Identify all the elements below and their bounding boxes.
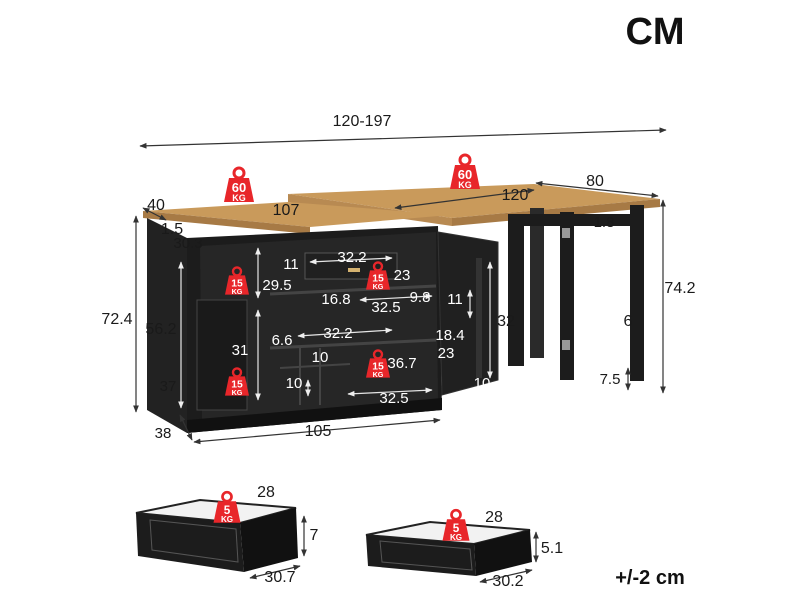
- ext-top-thickness-label: 1.8: [594, 214, 615, 231]
- svg-text:KG: KG: [232, 193, 246, 203]
- weight-badge: 5 KG: [212, 490, 242, 525]
- door-shelf-h2-label: 18.4: [435, 327, 464, 344]
- cabinet-top-edge: [143, 211, 310, 234]
- side-mark-label: 6: [624, 313, 633, 330]
- ext-depth-label: 80: [586, 173, 604, 190]
- cubby-width-label: 10: [312, 349, 329, 366]
- dimension-arrows: [133, 127, 667, 445]
- weight-badge: 5 KG: [441, 508, 471, 543]
- lower-depth-label: 36.7: [387, 355, 416, 372]
- cabinet-top: [143, 202, 450, 227]
- upper-height-label: 29.5: [262, 277, 291, 294]
- leg-height-label: 7.5: [600, 371, 621, 388]
- drawer-width-label: 32.2: [337, 249, 366, 266]
- slot-width-label: 32.2: [323, 325, 352, 342]
- svg-text:KG: KG: [221, 515, 233, 524]
- weight-badge: 60 KG: [222, 166, 256, 204]
- side-lower-label: 37: [160, 378, 177, 395]
- svg-text:KG: KG: [373, 370, 384, 379]
- svg-text:15: 15: [372, 362, 384, 373]
- door-height-label: 32: [497, 313, 515, 330]
- svg-text:60: 60: [458, 167, 472, 182]
- door-depth-label: 10: [474, 375, 491, 392]
- ext-hinge: [562, 228, 570, 238]
- cubby-height-label: 10: [286, 375, 303, 392]
- svg-text:KG: KG: [373, 282, 384, 291]
- drawer1-width-label: 28: [257, 484, 275, 501]
- base-width-label: 105: [305, 423, 332, 440]
- cabinet-depth-label: 40: [147, 197, 165, 214]
- svg-text:KG: KG: [232, 388, 243, 397]
- unit-label: CM: [625, 11, 684, 53]
- cabinet-side: [147, 218, 187, 433]
- shelf-width-label: 16.8: [321, 291, 350, 308]
- shelf-gap-label: 9.8: [410, 289, 431, 306]
- ext-leg-front-left: [508, 218, 524, 366]
- inner-height-label: 56.2: [145, 321, 176, 338]
- drawer2-width-label: 28: [485, 509, 503, 526]
- svg-text:15: 15: [372, 274, 384, 285]
- ext-apron: [508, 214, 644, 226]
- svg-text:60: 60: [232, 180, 246, 195]
- table-height-label: 74.2: [664, 280, 695, 297]
- slot-height-label: 6.6: [272, 332, 293, 349]
- ext-leg-mid: [560, 212, 574, 380]
- weight-badge: 15 KG: [364, 349, 392, 379]
- svg-text:15: 15: [231, 380, 243, 391]
- weight-badge: 15 KG: [364, 261, 392, 291]
- svg-text:15: 15: [231, 279, 243, 290]
- weight-badge: 60 KG: [448, 153, 482, 191]
- drawer-height-label: 11: [283, 256, 299, 273]
- cabinet-height-label: 72.4: [101, 311, 132, 328]
- top-thickness-label: 1.5: [161, 221, 183, 238]
- ext-leg-back: [530, 208, 544, 358]
- door-shelf-h-label: 11: [447, 291, 463, 308]
- tolerance-label: +/-2 cm: [615, 567, 684, 589]
- cabinet-width-label: 107: [273, 202, 300, 219]
- side-depth-label: 30.3: [173, 235, 202, 252]
- svg-text:5: 5: [453, 522, 460, 535]
- ext-hinge: [562, 340, 570, 350]
- door-shelf-w-label: 23: [394, 267, 411, 284]
- bottom-width-label: 32.5: [379, 390, 408, 407]
- svg-text:KG: KG: [450, 533, 462, 542]
- shelf-width2-label: 32.5: [371, 299, 400, 316]
- door-shelf-w2-label: 23: [438, 345, 455, 362]
- svg-text:KG: KG: [232, 287, 243, 296]
- open-door: [437, 231, 499, 396]
- drawer2-height-label: 5.1: [541, 540, 563, 557]
- weight-badge: 15 KG: [223, 266, 251, 296]
- svg-text:KG: KG: [458, 180, 472, 190]
- drawer2-depth-label: 30.2: [492, 573, 523, 590]
- ext-leg-front-right: [630, 205, 644, 381]
- lower-height-label: 31: [232, 342, 249, 359]
- drawer-handle: [348, 268, 360, 272]
- base-depth-label: 38: [155, 425, 172, 442]
- ext-width-label: 120: [502, 187, 529, 204]
- weight-badge: 15 KG: [223, 367, 251, 397]
- ext-top-edge: [452, 199, 660, 226]
- drawer1-height-label: 7: [310, 527, 319, 544]
- total-length-label: 120-197: [333, 113, 392, 130]
- svg-text:5: 5: [224, 504, 231, 517]
- drawer1-depth-label: 30.7: [264, 569, 295, 586]
